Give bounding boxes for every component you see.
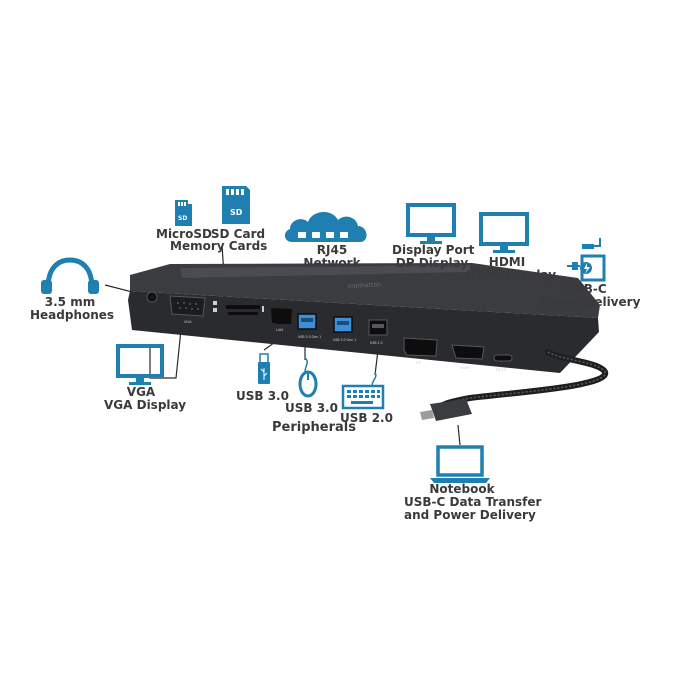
label-notebook: Notebook USB-C Data Transfer and Power D… — [404, 482, 542, 522]
label-vga: VGA VGA Display — [104, 385, 187, 412]
port-label-vga: VGA — [184, 320, 192, 324]
port-label-usb3-2: USB 3.0 Gen 1 — [333, 338, 356, 342]
label-usb20: USB 2.0 — [340, 411, 393, 425]
hdmi-monitor-icon — [479, 212, 529, 253]
vga-port — [169, 295, 206, 317]
label-usb30-b: USB 3.0 — [285, 401, 338, 415]
hdmi-port — [451, 344, 485, 360]
label-sd-card: SD Card — [210, 227, 266, 241]
label-usb30-a: USB 3.0 — [236, 389, 289, 403]
dock-ports: VGA LAN USB 3.0 Gen 1 USB 3.0 Gen 1 USB … — [146, 291, 513, 372]
headphones-icon — [41, 257, 99, 294]
port-label-pd: PD 3.0 — [496, 368, 506, 372]
port-label-usb3-1: USB 3.0 Gen 1 — [298, 335, 321, 339]
keyboard-icon — [341, 371, 385, 410]
microsd-icon: SD — [175, 200, 192, 226]
port-label-dp: DP — [416, 361, 421, 365]
label-microsd: MicroSD — [156, 227, 212, 241]
label-usbc-power: USB-C Power Delivery — [538, 282, 641, 309]
sd-card-badge: SD — [230, 208, 243, 217]
label-memory-cards: Memory Cards — [170, 239, 268, 253]
port-label-hdmi: HDMI — [460, 366, 469, 370]
usbc-plug — [430, 399, 472, 421]
label-rj45-network: RJ45 Network — [303, 243, 361, 270]
mouse-icon — [298, 357, 318, 398]
usb-drive-icon — [258, 353, 270, 384]
sd-card-icon: SD — [222, 186, 250, 224]
label-display-port: Display Port DP Display — [392, 243, 475, 270]
cloud-network-icon — [284, 211, 367, 242]
brand-logo: manhattan — [348, 281, 382, 290]
microsd-badge: SD — [178, 215, 187, 222]
displayport-port — [403, 337, 438, 357]
dp-monitor-icon — [406, 203, 456, 244]
usbc-cable — [420, 349, 608, 421]
microsd-slot — [226, 305, 260, 309]
label-peripherals: Peripherals — [272, 420, 356, 435]
usbc-pd-port — [493, 354, 513, 362]
sd-card-slot — [228, 312, 258, 315]
vga-monitor-icon — [116, 344, 164, 385]
label-hdmi: HDMI HDMI Display — [466, 255, 557, 282]
power-delivery-icon — [567, 238, 606, 282]
label-headphones: 3.5 mm Headphones — [30, 295, 115, 322]
notebook-icon — [430, 445, 490, 483]
lan-port — [271, 308, 292, 324]
port-label-usb2: USB 2.0 — [370, 341, 383, 345]
port-label-lan: LAN — [276, 328, 283, 332]
